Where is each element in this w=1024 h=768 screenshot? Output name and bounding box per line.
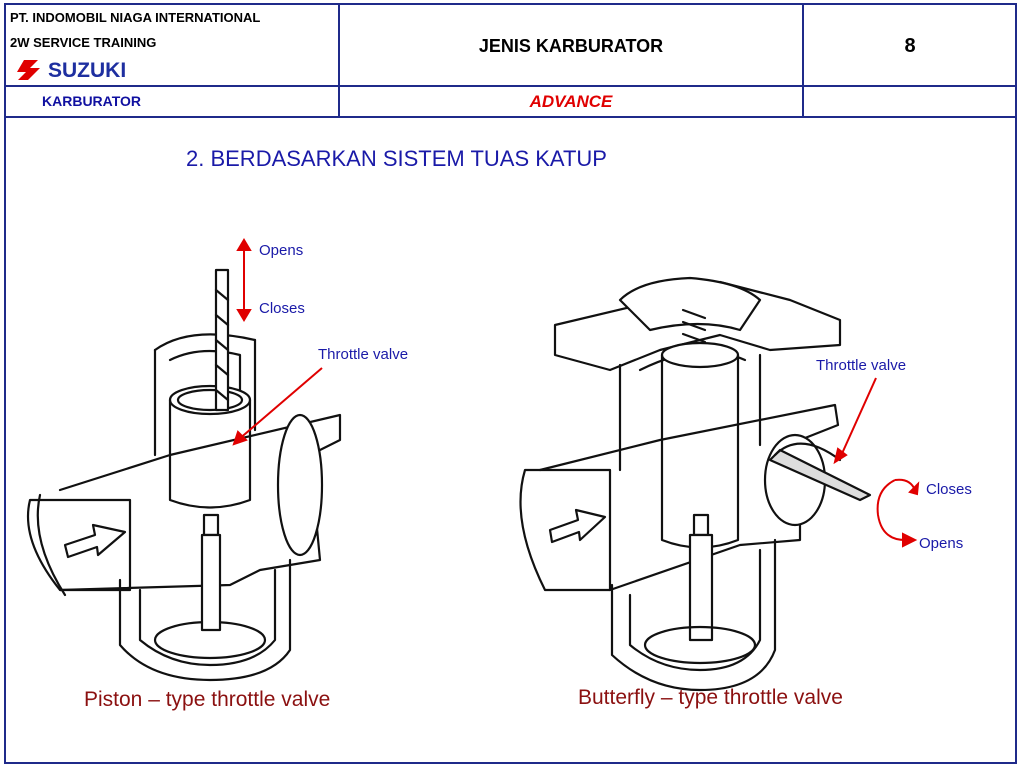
section-name: KARBURATOR — [42, 93, 142, 109]
logo-text: SUZUKI — [48, 59, 126, 82]
piston-carburetor-illustration — [26, 268, 342, 682]
header-col-divider-1 — [338, 3, 340, 117]
page-title: JENIS KARBURATOR — [478, 36, 664, 56]
left-valve-label: Throttle valve — [318, 346, 409, 363]
right-opens-label: Opens — [919, 535, 964, 552]
left-caption: Piston – type throttle valve — [84, 688, 331, 711]
left-opens-label: Opens — [259, 242, 304, 259]
right-valve-label: Throttle valve — [816, 357, 907, 374]
opens-closes-arrow-left — [232, 238, 323, 446]
header-divider — [4, 85, 1017, 87]
level-badge: ADVANCE — [529, 92, 613, 111]
left-closes-label: Closes — [259, 300, 305, 317]
content-heading: 2. BERDASARKAN SISTEM TUAS KATUP — [186, 146, 607, 171]
page-number: 8 — [904, 35, 916, 57]
right-closes-label: Closes — [926, 481, 972, 498]
right-caption: Butterfly – type throttle valve — [578, 686, 843, 709]
opens-closes-arrow-right — [833, 377, 920, 548]
training-name: 2W SERVICE TRAINING — [10, 35, 157, 50]
butterfly-carburetor-illustration — [519, 276, 872, 692]
suzuki-logo-icon: SUZUKI — [17, 59, 126, 82]
header-col-divider-2 — [802, 3, 804, 117]
slide-frame — [4, 3, 1017, 764]
subheader-divider — [4, 116, 1017, 118]
company-name: PT. INDOMOBIL NIAGA INTERNATIONAL — [10, 10, 261, 25]
